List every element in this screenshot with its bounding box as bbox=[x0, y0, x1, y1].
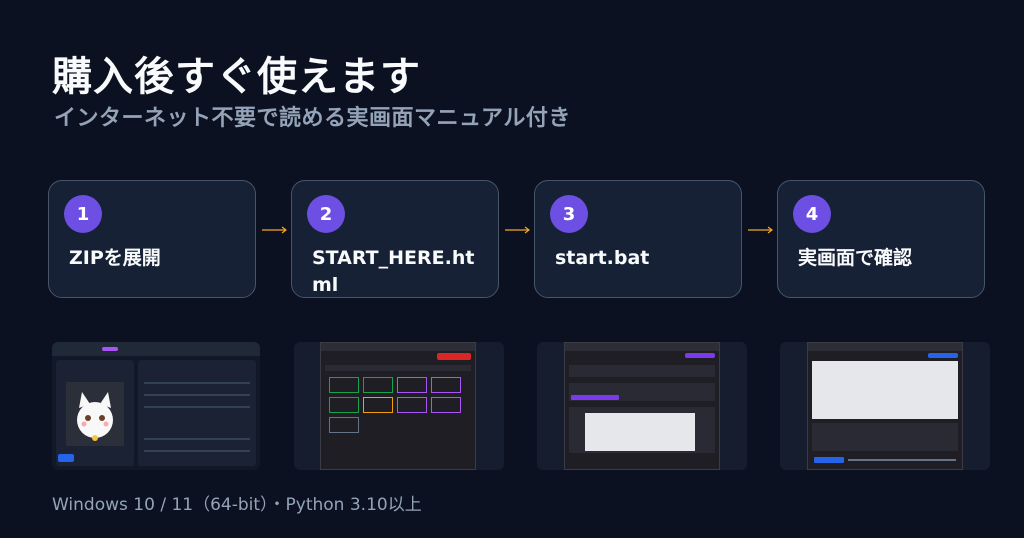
step-card-2: 2 START_HERE.html bbox=[291, 180, 499, 298]
step-label: START_HERE.html bbox=[312, 247, 475, 296]
step-label: 実画面で確認 bbox=[798, 247, 913, 269]
step-card-4: 4 実画面で確認 bbox=[777, 180, 985, 298]
screenshot-thumbnail-2 bbox=[294, 342, 504, 470]
step-label: start.bat bbox=[555, 247, 650, 269]
screenshot-thumbnail-4 bbox=[780, 342, 990, 470]
step-number-badge: 3 bbox=[550, 195, 588, 233]
step-card-3: 3 start.bat bbox=[534, 180, 742, 298]
arrow-right-icon bbox=[505, 226, 530, 234]
step-number-badge: 2 bbox=[307, 195, 345, 233]
screenshot-thumbnail-3 bbox=[537, 342, 747, 470]
screenshot-thumbnail-1 bbox=[52, 342, 260, 470]
system-requirements: Windows 10 / 11（64-bit）・Python 3.10以上 bbox=[52, 495, 422, 515]
page-subtitle: インターネット不要で読める実画面マニュアル付き bbox=[54, 106, 571, 131]
step-card-1: 1 ZIPを展開 bbox=[48, 180, 256, 298]
mascot-cat-icon bbox=[66, 382, 124, 446]
page-title: 購入後すぐ使えます bbox=[52, 54, 421, 100]
step-number-badge: 4 bbox=[793, 195, 831, 233]
arrow-right-icon bbox=[748, 226, 773, 234]
arrow-right-icon bbox=[262, 226, 287, 234]
step-number-badge: 1 bbox=[64, 195, 102, 233]
step-label: ZIPを展開 bbox=[69, 247, 161, 269]
